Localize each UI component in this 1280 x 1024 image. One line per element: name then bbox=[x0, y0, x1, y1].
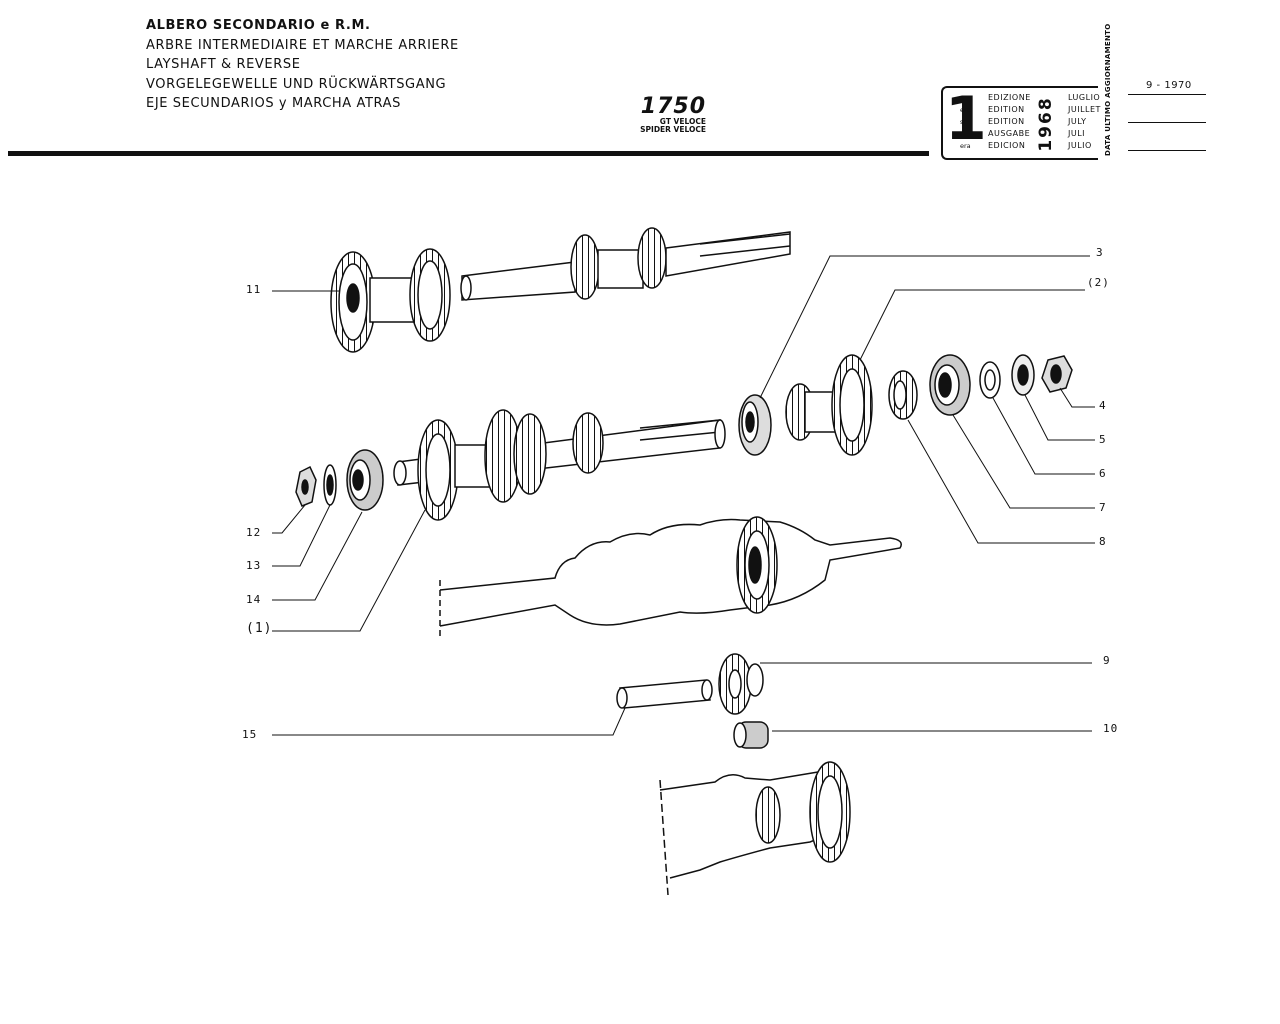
title-french: ARBRE INTERMEDIAIRE ET MARCHE ARRIERE bbox=[146, 37, 459, 53]
reverse-gear-cluster bbox=[785, 354, 873, 456]
header-rule bbox=[8, 151, 929, 156]
edition-suffix: a bbox=[960, 94, 964, 102]
edition-month: JULY bbox=[1068, 117, 1087, 126]
callout-13: 13 bbox=[246, 559, 262, 572]
callout-9: 9 bbox=[1103, 654, 1111, 667]
edition-word: EDIZIONE bbox=[988, 93, 1031, 102]
callout-14: 14 bbox=[246, 593, 262, 606]
callout-8: 8 bbox=[1099, 535, 1107, 548]
callout-3: 3 bbox=[1096, 246, 1104, 259]
last-update-date: 9 - 1970 bbox=[1146, 80, 1192, 91]
housing-section bbox=[439, 518, 902, 627]
edition-suffix: st bbox=[960, 118, 966, 126]
callout-2: (2) bbox=[1087, 276, 1110, 289]
leader-lines bbox=[272, 255, 1095, 736]
callout-11: 11 bbox=[246, 283, 262, 296]
callout-4: 4 bbox=[1099, 399, 1107, 412]
model-logo: 1750 GT VELOCE SPIDER VELOCE bbox=[628, 96, 706, 134]
edition-number: 1 bbox=[945, 84, 987, 154]
callout-7: 7 bbox=[1099, 501, 1107, 514]
edition-month: JULI bbox=[1068, 129, 1086, 138]
edition-box bbox=[941, 86, 1098, 160]
title-english: LAYSHAFT & REVERSE bbox=[146, 57, 301, 72]
edition-suffix: . bbox=[960, 130, 963, 138]
layshaft bbox=[393, 409, 726, 521]
bottom-gear-small bbox=[755, 786, 781, 844]
update-line bbox=[1128, 94, 1206, 95]
edition-suffix: era bbox=[960, 142, 971, 150]
idler-shaft-15 bbox=[619, 679, 711, 709]
callout-5: 5 bbox=[1099, 433, 1107, 446]
input-shaft-assembly bbox=[330, 227, 791, 353]
bearing-7 bbox=[929, 354, 971, 416]
edition-word: EDITION bbox=[988, 117, 1025, 126]
title-spanish: EJE SECUNDARIOS y MARCHA ATRAS bbox=[146, 96, 402, 111]
title-block: ALBERO SECONDARIO e R.M. ARBRE INTERMEDI… bbox=[146, 16, 459, 114]
callout-6: 6 bbox=[1099, 467, 1107, 480]
edition-word: EDICION bbox=[988, 141, 1026, 150]
model-number: 1750 bbox=[640, 94, 706, 119]
callout-15: 15 bbox=[242, 728, 258, 741]
edition-suffix: ere bbox=[960, 106, 971, 114]
edition-month: JULIO bbox=[1068, 141, 1092, 150]
callout-12: 12 bbox=[246, 526, 262, 539]
callout-1: (1) bbox=[246, 621, 273, 636]
update-line bbox=[1128, 122, 1206, 123]
edition-month: LUGLIO bbox=[1068, 93, 1101, 102]
edition-word: AUSGABE bbox=[988, 129, 1031, 138]
model-variant-spider: SPIDER VELOCE bbox=[640, 125, 706, 134]
title-italian: ALBERO SECONDARIO e R.M. bbox=[146, 18, 371, 33]
bearing-3 bbox=[738, 394, 772, 456]
model-variant-gt: GT VELOCE bbox=[659, 117, 706, 126]
update-line bbox=[1128, 150, 1206, 151]
callout-10: 10 bbox=[1103, 722, 1119, 735]
edition-month: JUILLET bbox=[1068, 105, 1101, 114]
needle-cage-8 bbox=[888, 370, 918, 420]
edition-word: EDITION bbox=[988, 105, 1025, 114]
title-german: VORGELEGEWELLE UND RÜCKWÄRTSGANG bbox=[146, 76, 447, 92]
